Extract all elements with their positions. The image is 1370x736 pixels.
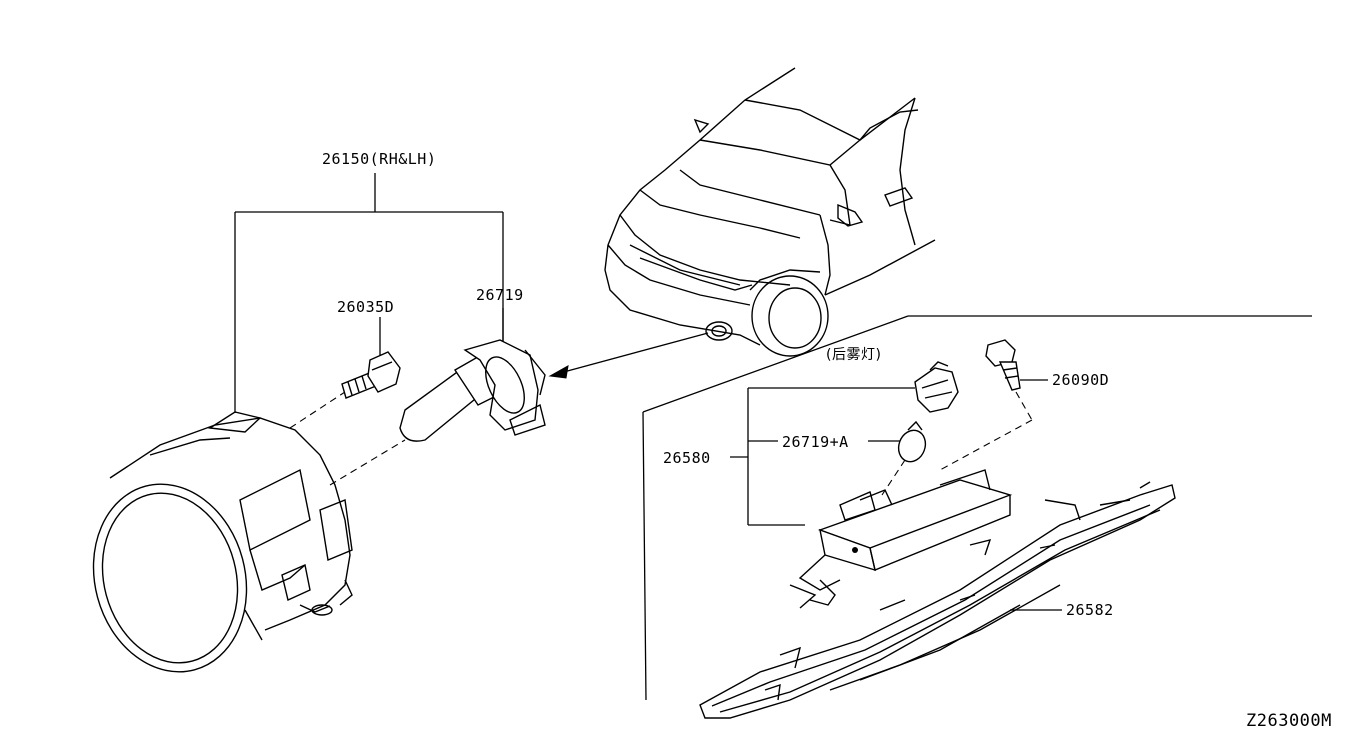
label-fog-lamp-assembly: 26150(RH&LH)	[322, 150, 437, 168]
reference-arrow	[548, 332, 709, 379]
rear-fog-leader-lines	[730, 379, 1062, 611]
rear-section-frame	[642, 315, 1312, 701]
rear-lens-26582	[699, 481, 1176, 719]
fog-lamp-leader-lines	[234, 173, 504, 413]
rear-assembly-guide-lines	[881, 391, 1033, 496]
label-rear-fog-caption: (后雾灯)	[826, 347, 882, 363]
rear-bulb-26719a	[897, 420, 927, 463]
fog-lamp-assembly	[92, 411, 353, 673]
rear-bulb-socket	[914, 361, 959, 413]
screw-26035d	[341, 351, 401, 399]
vehicle-illustration	[604, 67, 936, 357]
label-diagram-code: Z263000M	[1246, 711, 1332, 731]
label-rear-fog-assembly: 26580	[663, 449, 711, 467]
label-rear-bulb: 26719+A	[782, 433, 849, 451]
assembly-guide-lines	[289, 391, 406, 486]
rear-fog-lamp-bracket	[789, 469, 1013, 609]
label-screw-front: 26035D	[337, 298, 395, 316]
label-screw-rear: 26090D	[1052, 371, 1110, 389]
screw-26090d	[985, 339, 1021, 391]
label-rear-lens: 26582	[1066, 601, 1114, 619]
fog-bulb-26719	[399, 339, 546, 442]
label-fog-bulb: 26719	[476, 286, 524, 304]
